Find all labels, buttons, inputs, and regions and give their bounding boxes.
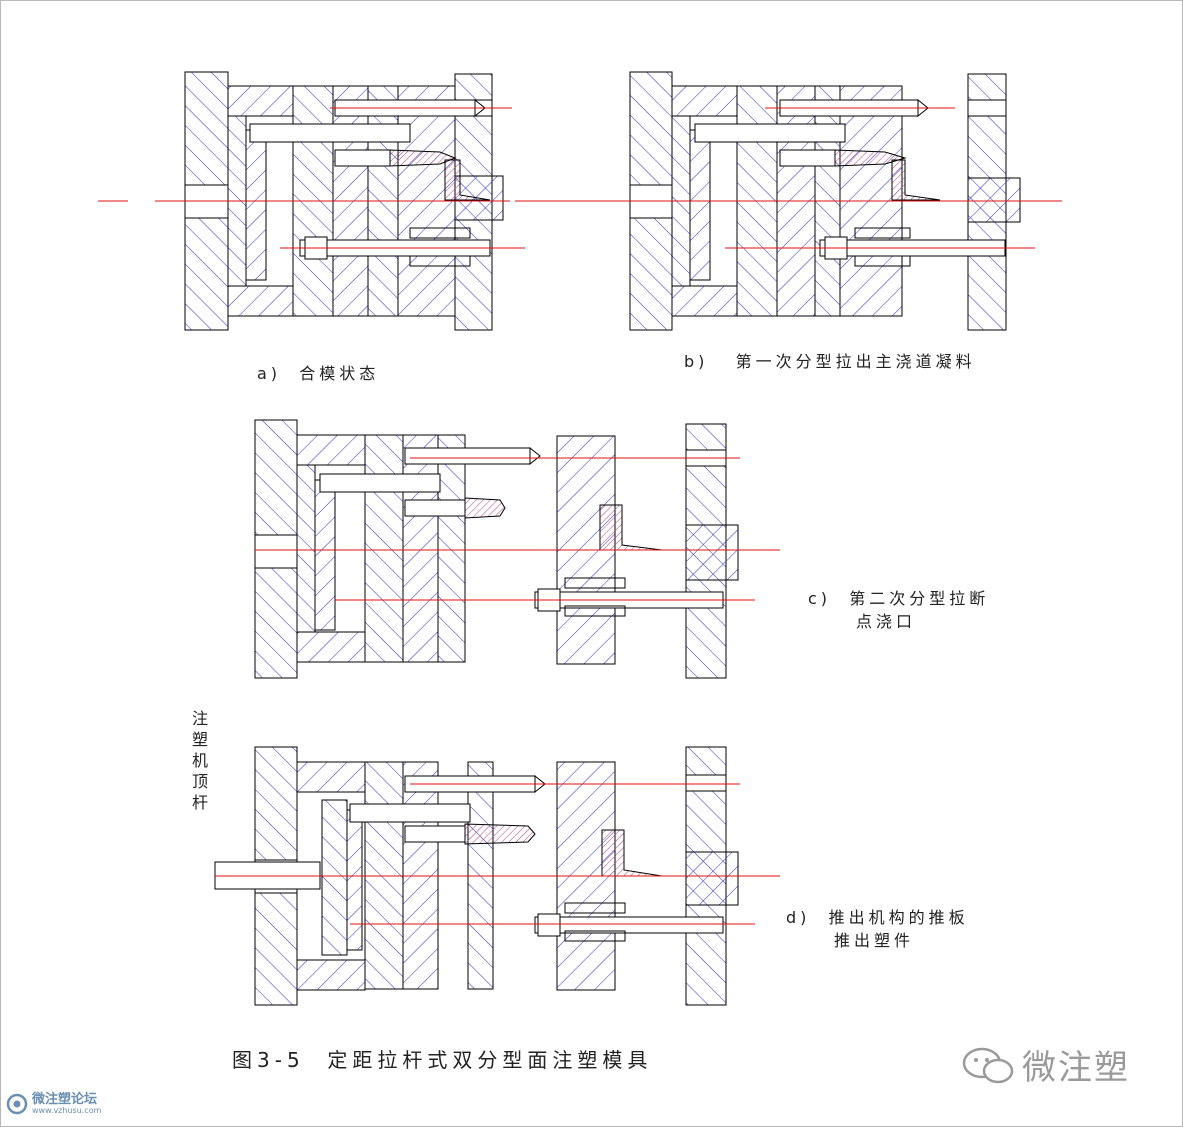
watermark-right: 微注塑 — [960, 1040, 1130, 1089]
watermark-left-text: 微注塑论坛 — [32, 1092, 98, 1107]
view-c-second-parting — [254, 419, 739, 679]
forum-logo-icon — [6, 1093, 28, 1115]
caption-c-line1: c) 第二次分型拉断 — [808, 589, 990, 608]
centerlines — [98, 107, 1062, 925]
side-label-vertical: 注塑机顶杆 — [191, 709, 208, 812]
wechat-icon — [962, 1047, 1014, 1083]
figure-title: 图3-5 定距拉杆式双分型面注塑模具 — [232, 1048, 653, 1072]
watermark-left: 微注塑论坛 www.vzhusu.com — [6, 1093, 101, 1115]
caption-d-line1: d) 推出机构的推板 — [786, 908, 969, 927]
caption-a: a) 合模状态 — [257, 364, 380, 383]
watermark-right-text: 微注塑 — [1022, 1048, 1130, 1088]
caption-d-line2: 推出塑件 — [834, 931, 915, 950]
caption-c-line2: 点浇口 — [856, 612, 917, 631]
caption-b: b) 第一次分型拉出主浇道凝料 — [684, 352, 976, 371]
watermark-left-url: www.vzhusu.com — [32, 1106, 102, 1115]
